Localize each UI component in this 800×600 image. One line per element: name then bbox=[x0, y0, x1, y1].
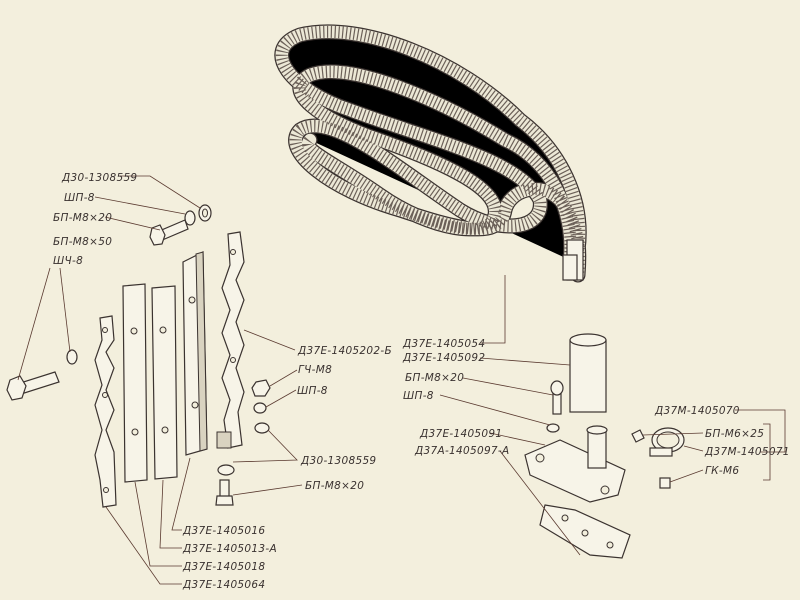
plate-016 bbox=[182, 251, 208, 456]
nut-gk-m6 bbox=[659, 477, 671, 489]
label-bolt-long: БП-М8×50 bbox=[53, 236, 112, 248]
label-bolt-mid: БП-М8×20 bbox=[305, 480, 364, 492]
label-nut-gk-m6: ГК-М6 bbox=[705, 465, 739, 477]
washer-sh8 bbox=[66, 349, 78, 365]
flange-097a bbox=[539, 504, 631, 559]
plate-013a bbox=[151, 285, 178, 480]
label-spring-washer-mid: ШП-8 bbox=[297, 385, 328, 397]
label-flange-097a: Д37А-1405097-А bbox=[414, 445, 509, 457]
label-plate-018: Д37Е-1405018 bbox=[182, 561, 265, 573]
label-washer-mid: Д30-1308559 bbox=[300, 455, 376, 467]
label-washer-sh: ШЧ-8 bbox=[53, 255, 83, 267]
label-clamp-071: Д37М-1405071 bbox=[704, 446, 790, 458]
hose-end-left bbox=[562, 254, 578, 281]
plate-018 bbox=[122, 283, 148, 483]
label-clamp-assy-070: Д37М-1405070 bbox=[654, 405, 740, 417]
label-plate-013a: Д37Е-1405013-А bbox=[182, 543, 277, 555]
label-bracket-202b: Д37Е-1405202-Б bbox=[297, 345, 392, 357]
label-sleeve-092: Д37Е-1405092 bbox=[402, 352, 485, 364]
label-nut-m8: ГЧ-М8 bbox=[298, 364, 332, 376]
label-spring-washer-top: ШП-8 bbox=[64, 192, 95, 204]
label-plate-016: Д37Е-1405016 bbox=[182, 525, 265, 537]
label-bolt-m6: БП-М6×25 bbox=[705, 428, 764, 440]
label-bolt-right: БП-М8×20 bbox=[405, 372, 464, 384]
bolt-m6 bbox=[631, 429, 645, 443]
fitting-091 bbox=[524, 425, 626, 503]
bracket-202b bbox=[216, 231, 245, 449]
label-fitting-091: Д37Е-1405091 bbox=[419, 428, 502, 440]
bolt-right bbox=[550, 380, 564, 415]
spring-washer-top bbox=[184, 210, 196, 226]
label-bolt-top: БП-М8×20 bbox=[53, 212, 112, 224]
nut-m8 bbox=[251, 379, 271, 397]
spring-washer-mid bbox=[253, 402, 267, 414]
bolt-mid bbox=[215, 479, 234, 506]
bolt-m8x50 bbox=[6, 371, 60, 401]
corrugated-hose bbox=[282, 32, 583, 280]
washer-mid-upper bbox=[254, 422, 270, 434]
label-plate-064: Д37Е-1405064 bbox=[182, 579, 265, 591]
label-hose-054: Д37Е-1405054 bbox=[402, 338, 485, 350]
spring-washer-right bbox=[546, 423, 560, 433]
label-spring-washer-right: ШП-8 bbox=[403, 390, 434, 402]
label-washer-top: Д30-1308559 bbox=[61, 172, 137, 184]
sleeve-092 bbox=[569, 333, 607, 413]
bolt-top bbox=[149, 219, 189, 246]
plate-064 bbox=[94, 315, 117, 508]
leader-lines bbox=[17, 175, 786, 585]
washer-mid-lower bbox=[217, 464, 235, 476]
